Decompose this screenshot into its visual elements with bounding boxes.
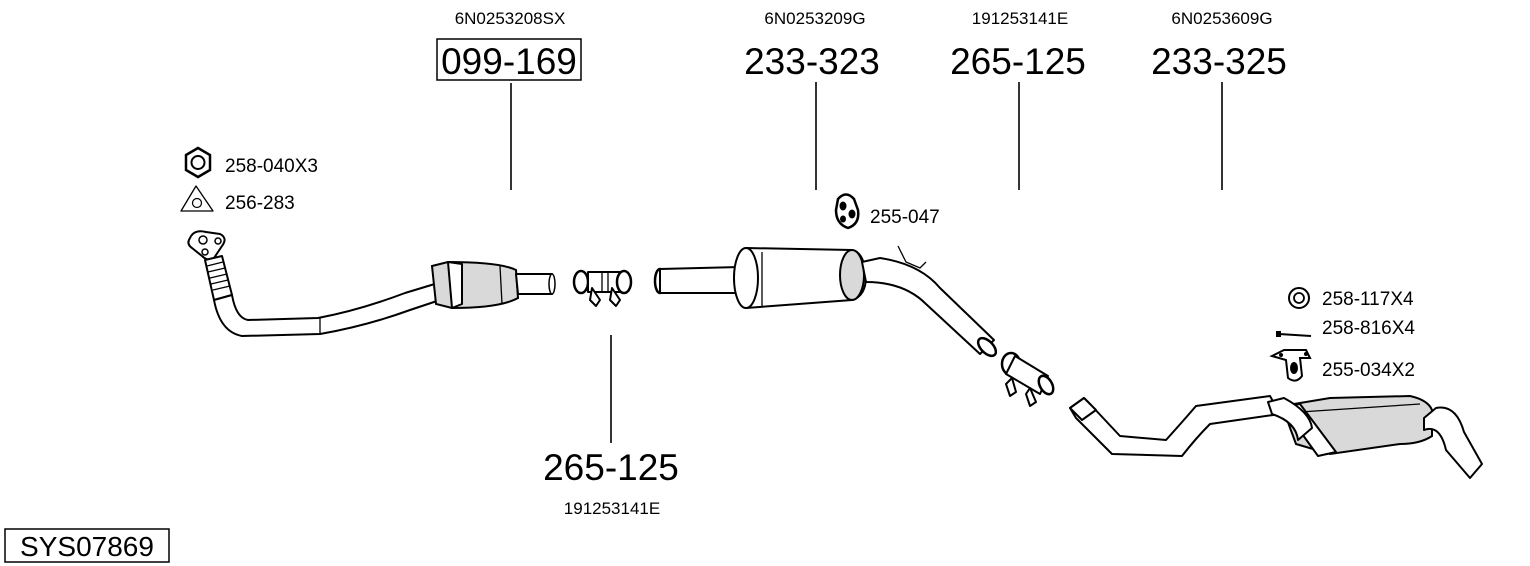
part-number-box: [436, 38, 582, 81]
accessory-bolt[interactable]: 258-816X4: [1276, 318, 1415, 339]
accessory-hex-nut[interactable]: 258-040X3: [184, 146, 318, 179]
oem-code: 191253141E: [564, 499, 660, 518]
accessory-label: 258-040X3: [225, 156, 318, 177]
part-label-catalytic-converter[interactable]: 6N0253208SX 099-169: [436, 9, 582, 190]
system-code-box: [4, 528, 170, 563]
oem-code: 6N0253609G: [1171, 9, 1272, 28]
accessory-gasket[interactable]: 256-283: [180, 185, 295, 214]
accessory-rubber-hanger[interactable]: 255-047: [834, 193, 940, 230]
part-number: 265-125: [543, 447, 679, 488]
hex-nut-icon: [184, 146, 212, 179]
rear-silencer-drawing: [1069, 394, 1483, 479]
rubber-hanger-icon: [834, 193, 860, 230]
system-code: SYS07869: [4, 528, 170, 563]
front-clamp-drawing: [572, 269, 633, 307]
middle-silencer-drawing: [653, 245, 998, 358]
system-code-text: SYS07869: [20, 531, 154, 562]
accessory-label: 258-816X4: [1322, 318, 1415, 339]
oem-code: 191253141E: [972, 9, 1068, 28]
accessory-bracket-hanger[interactable]: 255-034X2: [1269, 349, 1415, 382]
oem-code: 6N0253209G: [764, 9, 865, 28]
rear-clamp-drawing: [1000, 351, 1055, 407]
washer-ring-icon: [1288, 287, 1310, 309]
bracket-hanger-icon: [1269, 349, 1312, 382]
accessory-washer[interactable]: 258-117X4: [1288, 287, 1414, 310]
accessory-label: 258-117X4: [1322, 289, 1414, 310]
part-number: 099-169: [441, 41, 577, 82]
accessory-label: 255-047: [870, 207, 940, 228]
part-number: 233-325: [1151, 41, 1287, 82]
accessory-label: 256-283: [225, 193, 295, 214]
bolt-icon: [1276, 331, 1312, 337]
part-number: 233-323: [744, 41, 880, 82]
part-label-middle-silencer[interactable]: 6N0253209G 233-323: [744, 9, 880, 190]
oem-code: 6N0253208SX: [455, 9, 566, 28]
catalytic-converter-drawing: [187, 230, 556, 337]
accessory-label: 255-034X2: [1322, 360, 1415, 381]
gasket-icon: [180, 185, 214, 212]
part-number: 265-125: [950, 41, 1086, 82]
part-label-rear-silencer[interactable]: 6N0253609G 233-325: [1151, 9, 1287, 190]
part-label-clamp-front[interactable]: 265-125 191253141E: [543, 335, 679, 518]
part-label-clamp-rear[interactable]: 191253141E 265-125: [950, 9, 1086, 190]
